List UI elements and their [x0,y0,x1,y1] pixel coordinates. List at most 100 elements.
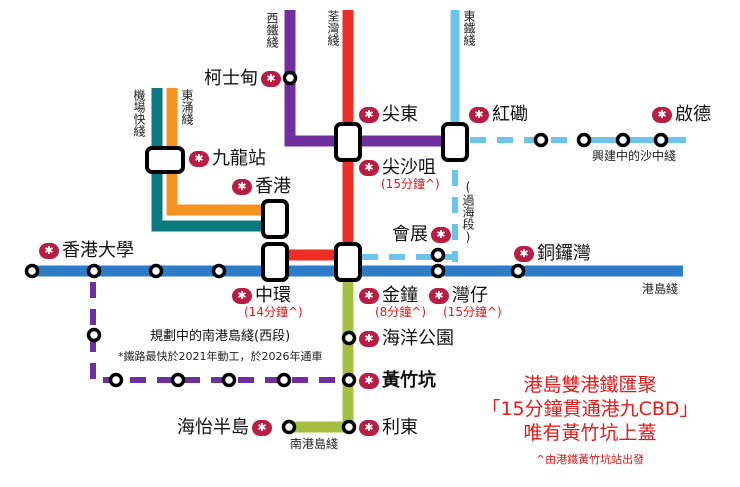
station-dot-lei-tung[interactable] [341,419,357,435]
mtr-logo-icon: ✱ [431,227,451,243]
tung-chung-line [166,88,273,216]
line-label-tsuen-wan: 荃灣綫 [326,10,340,46]
time-admiralty: (8分鐘^) [375,305,427,319]
station-name: 尖沙咀 [382,157,436,178]
mtr-logo-icon: ✱ [359,420,379,436]
station-kowloon[interactable]: ✱九龍站 [186,150,266,168]
mtr-logo-icon: ✱ [359,107,379,123]
time-tst: (15分鐘^) [381,177,440,191]
station-east-tst[interactable]: ✱尖東 [356,106,418,124]
station-dot-ocean-park[interactable] [341,330,357,346]
promo-line-3: 唯有黃竹坑上蓋 [523,422,657,444]
line-label-east-rail: 東鐵綫 [462,10,476,46]
station-hung-hom[interactable]: ✱紅磡 [466,106,528,124]
station-dot-scl-1[interactable] [533,132,549,148]
mtr-logo-icon: ✱ [359,160,379,176]
station-dot-kai-tak[interactable] [653,132,669,148]
station-name: 中環 [255,285,291,306]
station-dot-austin[interactable] [282,70,298,86]
line-label-west-rail: 西鐵綫 [265,12,279,48]
station-dot-hku[interactable] [86,263,102,279]
mtr-logo-icon: ✱ [359,331,379,347]
interchange-admiralty[interactable] [334,242,362,282]
west-rail-line [284,10,455,147]
station-name: 利東 [382,417,418,438]
station-dot-exhibition[interactable] [430,247,446,263]
station-dot-island-4[interactable] [211,263,227,279]
station-name: 九龍站 [212,148,266,169]
sil-west-planned-line [90,282,348,383]
station-austin[interactable]: 柯士甸✱ [204,70,284,88]
interchange-hung-hom[interactable] [441,122,469,162]
station-south-horizons[interactable]: 海怡半島✱ [177,419,275,437]
line-label-shatin-central: 興建中的沙中綫 [592,149,677,163]
interchange-hong-kong[interactable] [261,199,289,239]
station-dot-island-3[interactable] [148,263,164,279]
mtr-logo-icon: ✱ [652,107,672,123]
station-tst[interactable]: ✱尖沙咀 [356,159,436,177]
mtr-logo-icon: ✱ [252,420,272,436]
mtr-logo-icon: ✱ [429,288,449,304]
station-admiralty[interactable]: ✱金鐘 [356,287,418,305]
mtr-logo-icon: ✱ [232,288,252,304]
station-causeway-bay[interactable]: ✱銅鑼灣 [511,245,591,263]
promo-block: 港島雙港鐵匯聚 「15分鐘貫通港九CBD」 唯有黃竹坑上蓋 ^由港鐵黃竹坑站出發 [460,373,720,467]
station-name: 灣仔 [452,285,488,306]
station-dot-island-1[interactable] [24,263,40,279]
station-dot-sil-west-3[interactable] [170,372,186,388]
station-name: 海洋公園 [382,328,454,349]
station-name: 尖東 [382,104,418,125]
station-dot-sil-west-5[interactable] [276,372,292,388]
station-hong-kong[interactable]: ✱香港 [229,178,291,196]
interchange-kowloon[interactable] [145,146,185,174]
station-lei-tung[interactable]: ✱利東 [356,419,418,437]
sil-west-title: 規劃中的南港島綫(西段) [150,329,291,344]
station-dot-south-horizons[interactable] [281,419,297,435]
mtr-logo-icon: ✱ [469,107,489,123]
mtr-logo-icon: ✱ [232,179,252,195]
promo-line-2: 「15分鐘貫通港九CBD」 [481,398,699,420]
station-dot-wong-chuk-hang[interactable] [341,372,357,388]
station-dot-sil-west-4[interactable] [221,372,237,388]
station-exhibition[interactable]: 會展✱ [392,226,454,244]
station-hku[interactable]: ✱香港大學 [36,242,134,260]
station-name: 金鐘 [382,285,418,306]
station-wan-chai[interactable]: ✱灣仔 [426,287,488,305]
station-name: 香港大學 [62,240,134,261]
station-dot-scl-2[interactable] [576,132,592,148]
station-dot-sil-west-2[interactable] [108,372,124,388]
mtr-logo-icon: ✱ [359,288,379,304]
interchange-central[interactable] [261,242,289,282]
line-label-cross-harbour: (過海段) [461,180,475,244]
promo-footnote: ^由港鐵黃竹坑站出發 [535,453,645,466]
airport-express-line [151,88,273,232]
station-name: 銅鑼灣 [537,243,591,264]
promo-line-1: 港島雙港鐵匯聚 [523,374,657,396]
station-name: 黃竹坑 [382,370,436,391]
station-dot-wan-chai[interactable] [430,263,446,279]
station-kai-tak[interactable]: ✱啟德 [649,106,711,124]
station-name: 紅磡 [492,104,528,125]
time-central: (14分鐘^) [244,305,303,319]
line-label-island: 港島綫 [642,282,679,296]
line-label-south-island: 南港島綫 [290,437,339,451]
station-central[interactable]: ✱中環 [229,287,291,305]
station-name: 柯士甸 [204,68,258,89]
south-island-line [289,262,354,433]
station-ocean-park[interactable]: ✱海洋公園 [356,330,454,348]
line-label-tung-chung: 東涌綫 [180,89,194,125]
mtr-logo-icon: ✱ [189,151,209,167]
station-dot-causeway-bay[interactable] [510,263,526,279]
station-name: 海怡半島 [177,417,249,438]
station-name: 會展 [392,224,428,245]
time-wan-chai: (15分鐘^) [443,305,502,319]
mtr-logo-icon: ✱ [39,243,59,259]
line-label-airport-express: 機場快綫 [132,89,146,137]
interchange-tst[interactable] [334,122,362,162]
station-name: 啟德 [675,104,711,125]
station-dot-scl-3[interactable] [615,132,631,148]
station-name: 香港 [255,176,291,197]
station-wong-chuk-hang[interactable]: ✱黃竹坑 [356,372,436,390]
station-dot-sil-west-1[interactable] [86,327,102,343]
